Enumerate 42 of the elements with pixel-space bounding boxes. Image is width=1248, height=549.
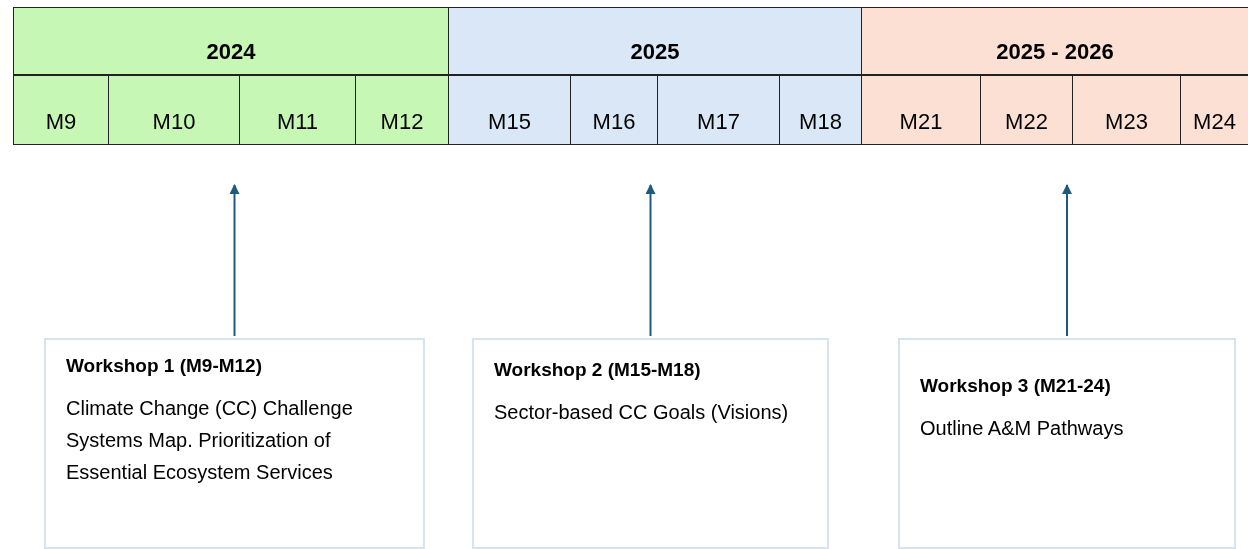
month-label: M10 (152, 108, 196, 136)
workshop-heading: Workshop 2 (M15-M18) (494, 358, 702, 382)
month-cell (1072, 75, 1180, 145)
month-label: M23 (1105, 108, 1148, 136)
month-label: M18 (799, 108, 842, 136)
year-header-cell (861, 7, 1248, 75)
month-cell (239, 75, 355, 145)
month-cell (13, 75, 108, 145)
year-label: 2025 (630, 38, 680, 66)
arrow (1062, 184, 1072, 337)
year-label: 2025 - 2026 (996, 38, 1114, 66)
workshop-box (472, 338, 829, 549)
workshop-heading: Workshop 1 (M9-M12) (66, 354, 263, 378)
month-cell (980, 75, 1072, 145)
month-cell (355, 75, 448, 145)
month-label: M21 (899, 108, 943, 136)
month-label: M22 (1005, 108, 1048, 136)
month-label: M16 (592, 108, 636, 136)
month-cell (108, 75, 239, 145)
workshop-description: Outline A&M Pathways (920, 416, 1125, 441)
month-cell (1180, 75, 1248, 145)
month-label: M9 (45, 108, 77, 136)
month-cell (448, 75, 570, 145)
year-label: 2024 (206, 38, 256, 66)
workshop-description: Climate Change (CC) Challenge Systems Map. Prioritization of Essential Ecosystem Services (66, 396, 354, 485)
month-cell (570, 75, 657, 145)
month-cell (657, 75, 779, 145)
year-header-cell (448, 7, 861, 75)
workshop-heading: Workshop 3 (M21-24) (920, 374, 1112, 398)
month-label: M24 (1193, 108, 1236, 136)
month-label: M15 (488, 108, 531, 136)
workshop-description: Sector-based CC Goals (Visions) (494, 400, 790, 425)
arrow (645, 184, 656, 337)
month-label: M12 (380, 108, 424, 136)
month-cell (779, 75, 861, 145)
month-cell (861, 75, 980, 145)
arrow (229, 184, 240, 337)
workshop-box (898, 338, 1236, 549)
year-header-cell (13, 7, 448, 75)
workshop-box (44, 338, 425, 549)
month-label: M17 (697, 108, 740, 136)
month-label: M11 (276, 108, 319, 136)
